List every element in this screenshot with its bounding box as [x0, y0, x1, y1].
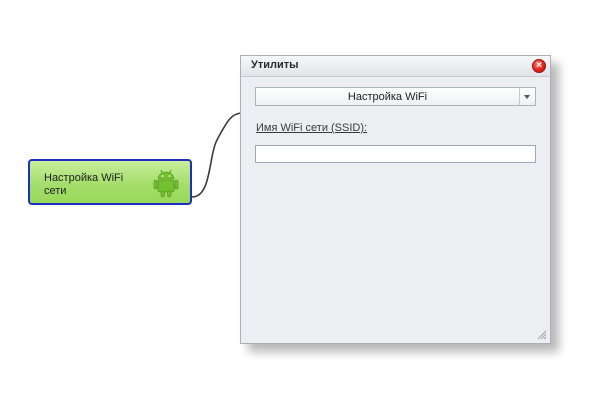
- dialog-title: Утилиты: [251, 59, 299, 71]
- android-icon: [153, 169, 179, 198]
- close-icon[interactable]: ×: [532, 59, 546, 73]
- wifi-setup-node[interactable]: Настройка WiFi сети: [28, 159, 192, 205]
- chevron-down-icon[interactable]: [519, 88, 535, 105]
- utility-select[interactable]: Настройка WiFi: [255, 87, 536, 106]
- utility-select-value: Настройка WiFi: [347, 91, 428, 103]
- dialog-titlebar[interactable]: Утилиты ×: [241, 56, 550, 77]
- resize-grip-icon[interactable]: [536, 329, 547, 340]
- utilities-dialog: Утилиты × Настройка WiFi Имя WiFi сети (…: [240, 55, 551, 344]
- node-label: Настройка WiFi сети: [44, 172, 124, 197]
- ssid-label: Имя WiFi сети (SSID):: [256, 122, 368, 134]
- ssid-input[interactable]: [255, 145, 536, 163]
